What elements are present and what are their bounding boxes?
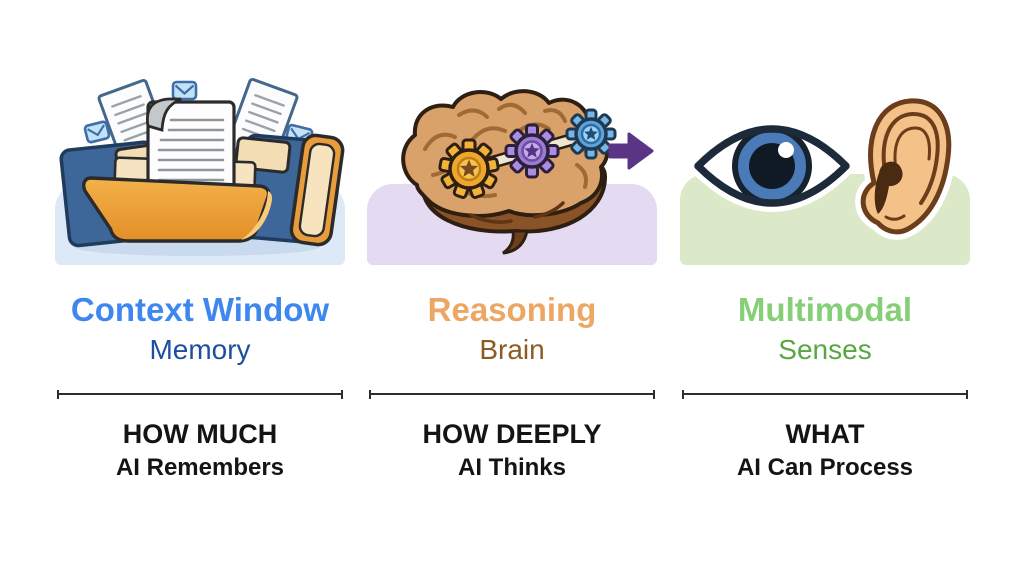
- brain-gears-illustration: [401, 89, 654, 255]
- reasoning-title: Reasoning: [427, 291, 597, 328]
- divider: [369, 390, 655, 399]
- context-window-title: Context Window: [70, 291, 330, 328]
- page-curl: [145, 97, 182, 132]
- gear-icon: [504, 123, 560, 179]
- eye-ear-illustration: [689, 92, 957, 240]
- reasoning-measure: HOW DEEPLY: [422, 419, 602, 449]
- arrow-right-icon: [608, 132, 654, 170]
- context-window-measure-detail: AI Remembers: [115, 454, 285, 481]
- gear-icon: [437, 138, 501, 200]
- orange-back-folder-icon: [289, 133, 345, 247]
- multimodal-measure-detail: AI Can Process: [736, 454, 914, 481]
- chat-envelope-icon: [171, 80, 198, 101]
- column-multimodal: Multimodal Senses WHAT AI Can Process: [680, 0, 970, 576]
- divider: [682, 390, 968, 399]
- column-reasoning: Reasoning Brain HOW DEEPLY AI Thinks: [367, 0, 657, 576]
- column-context-window: Context Window Memory HOW MUCH AI Rememb…: [55, 0, 345, 576]
- context-window-measure: HOW MUCH: [122, 419, 278, 449]
- reasoning-subtitle: Brain: [479, 334, 545, 365]
- ear-icon: [855, 92, 957, 240]
- folder-documents-illustration: [59, 77, 345, 256]
- multimodal-measure: WHAT: [785, 419, 865, 449]
- multimodal-subtitle: Senses: [778, 334, 872, 365]
- gear-icon: [565, 108, 617, 160]
- multimodal-title: Multimodal: [737, 291, 913, 328]
- open-folder-icon: [82, 176, 272, 243]
- chat-envelope-icon: [83, 120, 111, 144]
- context-window-subtitle: Memory: [149, 334, 251, 365]
- divider: [57, 390, 343, 399]
- reasoning-measure-detail: AI Thinks: [457, 454, 566, 481]
- eye-icon: [689, 120, 855, 212]
